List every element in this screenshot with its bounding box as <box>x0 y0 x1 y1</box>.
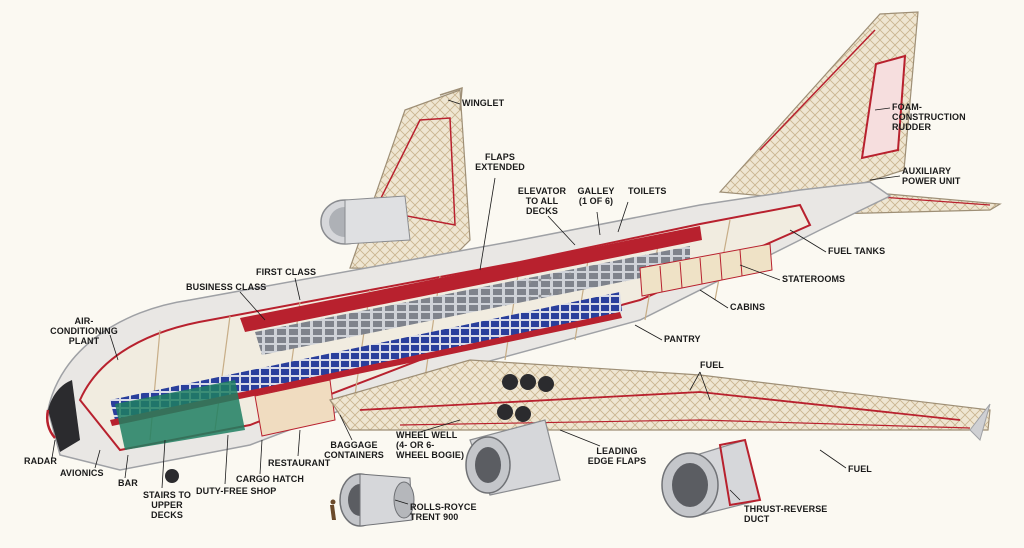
label-flaps-extended: FLAPS EXTENDED <box>475 152 525 172</box>
label-stairs: STAIRS TO UPPER DECKS <box>142 490 192 520</box>
label-elevator: ELEVATOR TO ALL DECKS <box>517 186 567 216</box>
fuselage <box>46 181 892 471</box>
label-cargo-hatch: CARGO HATCH <box>236 474 304 484</box>
label-cabins: CABINS <box>730 302 766 312</box>
label-air-conditioning: AIR- CONDITIONING PLANT <box>50 316 118 346</box>
label-staterooms: STATEROOMS <box>782 274 846 284</box>
label-galley: GALLEY (1 OF 6) <box>577 186 615 206</box>
label-rolls-royce: ROLLS-ROYCE TRENT 900 <box>410 502 477 522</box>
label-wheel-well: WHEEL WELL (4- OR 6- WHEEL BOGIE) <box>396 430 465 460</box>
inner-engine <box>465 419 561 496</box>
label-restaurant: RESTAURANT <box>268 458 331 468</box>
label-leading-edge: LEADING EDGE FLAPS <box>587 446 647 466</box>
label-fuel-tip: FUEL <box>848 464 872 474</box>
label-baggage: BAGGAGE CONTAINERS <box>324 440 384 460</box>
label-fuel-tanks: FUEL TANKS <box>828 246 886 256</box>
trent-900-engine-detail <box>330 473 415 527</box>
label-avionics: AVIONICS <box>60 468 104 478</box>
label-first-class: FIRST CLASS <box>256 267 317 277</box>
vertical-tail <box>718 11 919 201</box>
label-winglet: WINGLET <box>462 98 505 108</box>
near-wing <box>329 359 991 441</box>
label-bar: BAR <box>118 478 138 488</box>
label-duty-free: DUTY-FREE SHOP <box>196 486 277 496</box>
label-thrust-reverse: THRUST-REVERSE DUCT <box>744 504 828 524</box>
label-toilets: TOILETS <box>628 186 667 196</box>
label-fuel-wing: FUEL <box>700 360 724 370</box>
label-radar: RADAR <box>24 456 57 466</box>
outer-engine <box>661 438 762 518</box>
label-business-class: BUSINESS CLASS <box>186 282 267 292</box>
label-foam-rudder: FOAM- CONSTRUCTION RUDDER <box>892 102 966 132</box>
landing-gear <box>165 374 554 483</box>
label-apu: AUXILIARY POWER UNIT <box>902 166 961 186</box>
label-pantry: PANTRY <box>664 334 701 344</box>
leader-lines <box>51 99 901 505</box>
far-engine <box>320 195 411 245</box>
